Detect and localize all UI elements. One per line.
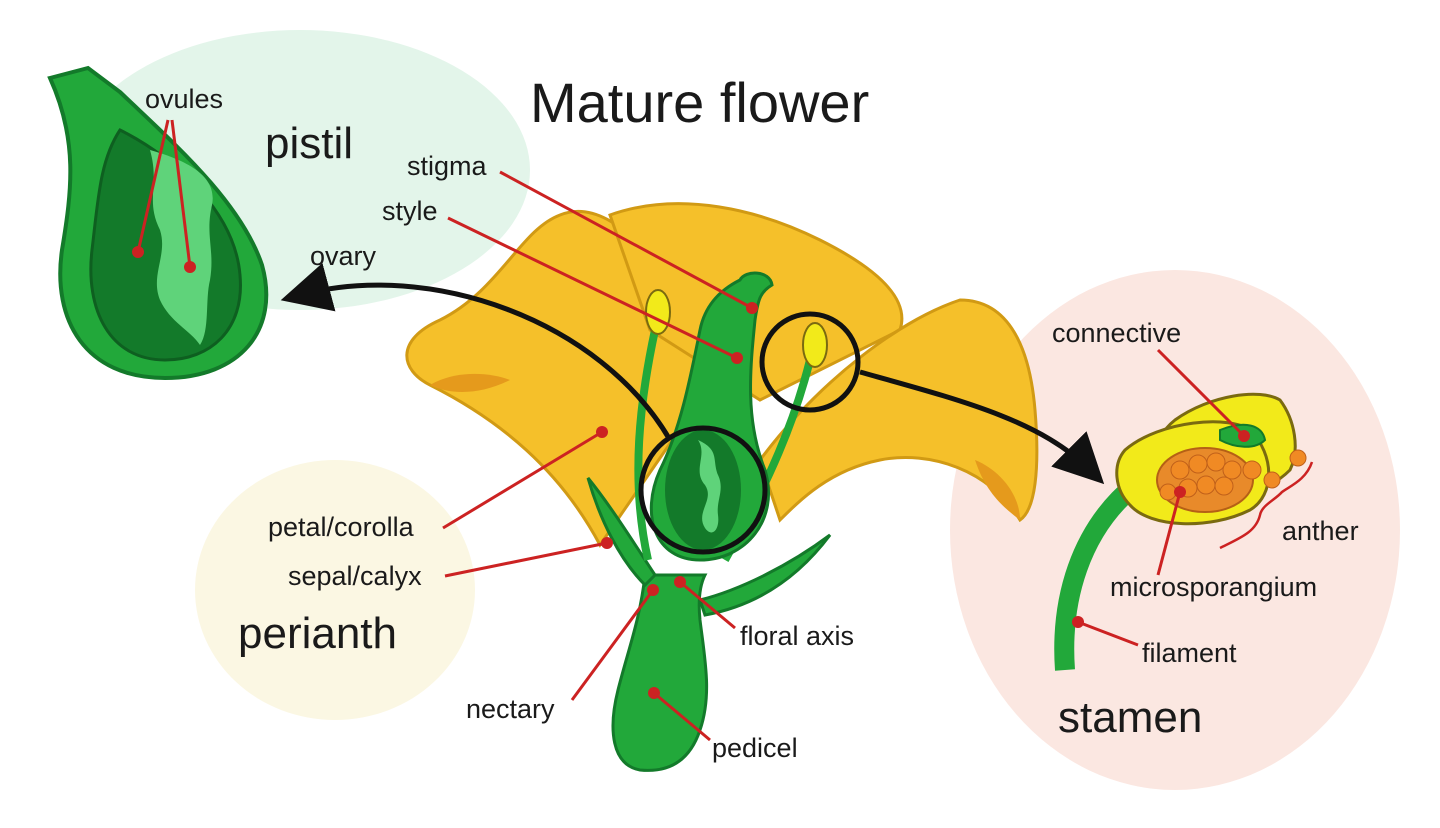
- petal-right-fold: [975, 460, 1020, 520]
- anther-right: [802, 322, 828, 368]
- pollen-grain: [1289, 449, 1307, 467]
- stamen-filament: [1054, 477, 1142, 671]
- label-microsporangium: microsporangium: [1110, 572, 1317, 602]
- section-label-perianth: perianth: [238, 609, 397, 658]
- label-nectary: nectary: [466, 694, 555, 724]
- stamen-illustration: [1054, 348, 1314, 671]
- label-sepal-calyx: sepal/calyx: [288, 561, 422, 591]
- pedicel-dot: [648, 687, 660, 699]
- label-anther: anther: [1282, 516, 1359, 546]
- nectary-dot: [647, 584, 659, 596]
- anther-highlight-circle: [759, 311, 861, 413]
- flower-ovule-cluster: [698, 440, 721, 533]
- pollen-grain: [1159, 483, 1177, 501]
- anther-left: [645, 289, 671, 335]
- ovules-leader-1: [136, 119, 170, 253]
- sepal-right: [698, 533, 832, 617]
- pollen-grain: [1214, 476, 1234, 496]
- petal-dot: [596, 426, 608, 438]
- connective-dot: [1238, 430, 1250, 442]
- pollen-grains: [1159, 449, 1307, 501]
- section-label-pistil: pistil: [265, 119, 353, 168]
- style-dot: [731, 352, 743, 364]
- label-filament: filament: [1142, 638, 1237, 668]
- sepal-left: [586, 477, 657, 588]
- label-pedicel: pedicel: [712, 733, 798, 763]
- ovules-leader-2: [170, 119, 192, 268]
- stamen-filament-left: [634, 329, 659, 561]
- ovary-highlight-circle: [638, 425, 768, 555]
- pollen-grain: [1222, 460, 1242, 480]
- microsporangium-leader: [1156, 491, 1182, 576]
- stigma-dot: [746, 302, 758, 314]
- sepal-leader: [444, 541, 608, 578]
- pollen-grain: [1188, 454, 1208, 474]
- pollen-grain: [1196, 475, 1216, 495]
- perianth-bubble: [195, 460, 475, 720]
- pistil-illustration: [47, 65, 269, 381]
- pollen-grain: [1242, 460, 1262, 480]
- pistil-ovule-cluster: [150, 150, 213, 345]
- label-stigma: stigma: [407, 151, 488, 181]
- pollen-grain: [1263, 471, 1281, 489]
- petal-left-fold: [430, 373, 510, 392]
- leader-lines: [442, 170, 758, 742]
- pedicel-shape: [611, 573, 709, 772]
- ovary-arrow: [280, 263, 673, 442]
- anther-brace: [1219, 461, 1314, 550]
- filament-dot: [1072, 616, 1084, 628]
- anther-arrow: [859, 369, 1105, 485]
- label-floral-axis: floral axis: [740, 621, 854, 651]
- filament-leader: [1077, 620, 1139, 647]
- stigma-leader: [499, 170, 753, 310]
- label-style: style: [382, 196, 438, 226]
- floral-axis-dot: [674, 576, 686, 588]
- floral-axis-leader: [679, 580, 736, 630]
- connective-leader: [1156, 348, 1246, 438]
- label-ovary: ovary: [310, 241, 377, 271]
- flower-illustration: [405, 202, 1039, 772]
- pedicel-leader: [653, 691, 711, 742]
- petal-right: [758, 298, 1039, 523]
- microsporangium-dot: [1174, 486, 1186, 498]
- flower-ovary: [665, 430, 741, 550]
- nectary-leader: [570, 589, 655, 701]
- pollen-grain: [1206, 452, 1226, 472]
- diagram-title: Mature flower: [530, 71, 869, 134]
- label-connective: connective: [1052, 318, 1181, 348]
- section-label-stamen: stamen: [1058, 693, 1202, 742]
- sepal-dot: [601, 537, 613, 549]
- label-ovules: ovules: [145, 84, 223, 114]
- label-petal-corolla: petal/corolla: [268, 512, 415, 542]
- style-leader: [447, 216, 738, 360]
- petal-leader: [442, 430, 603, 530]
- pollen-grain: [1170, 460, 1190, 480]
